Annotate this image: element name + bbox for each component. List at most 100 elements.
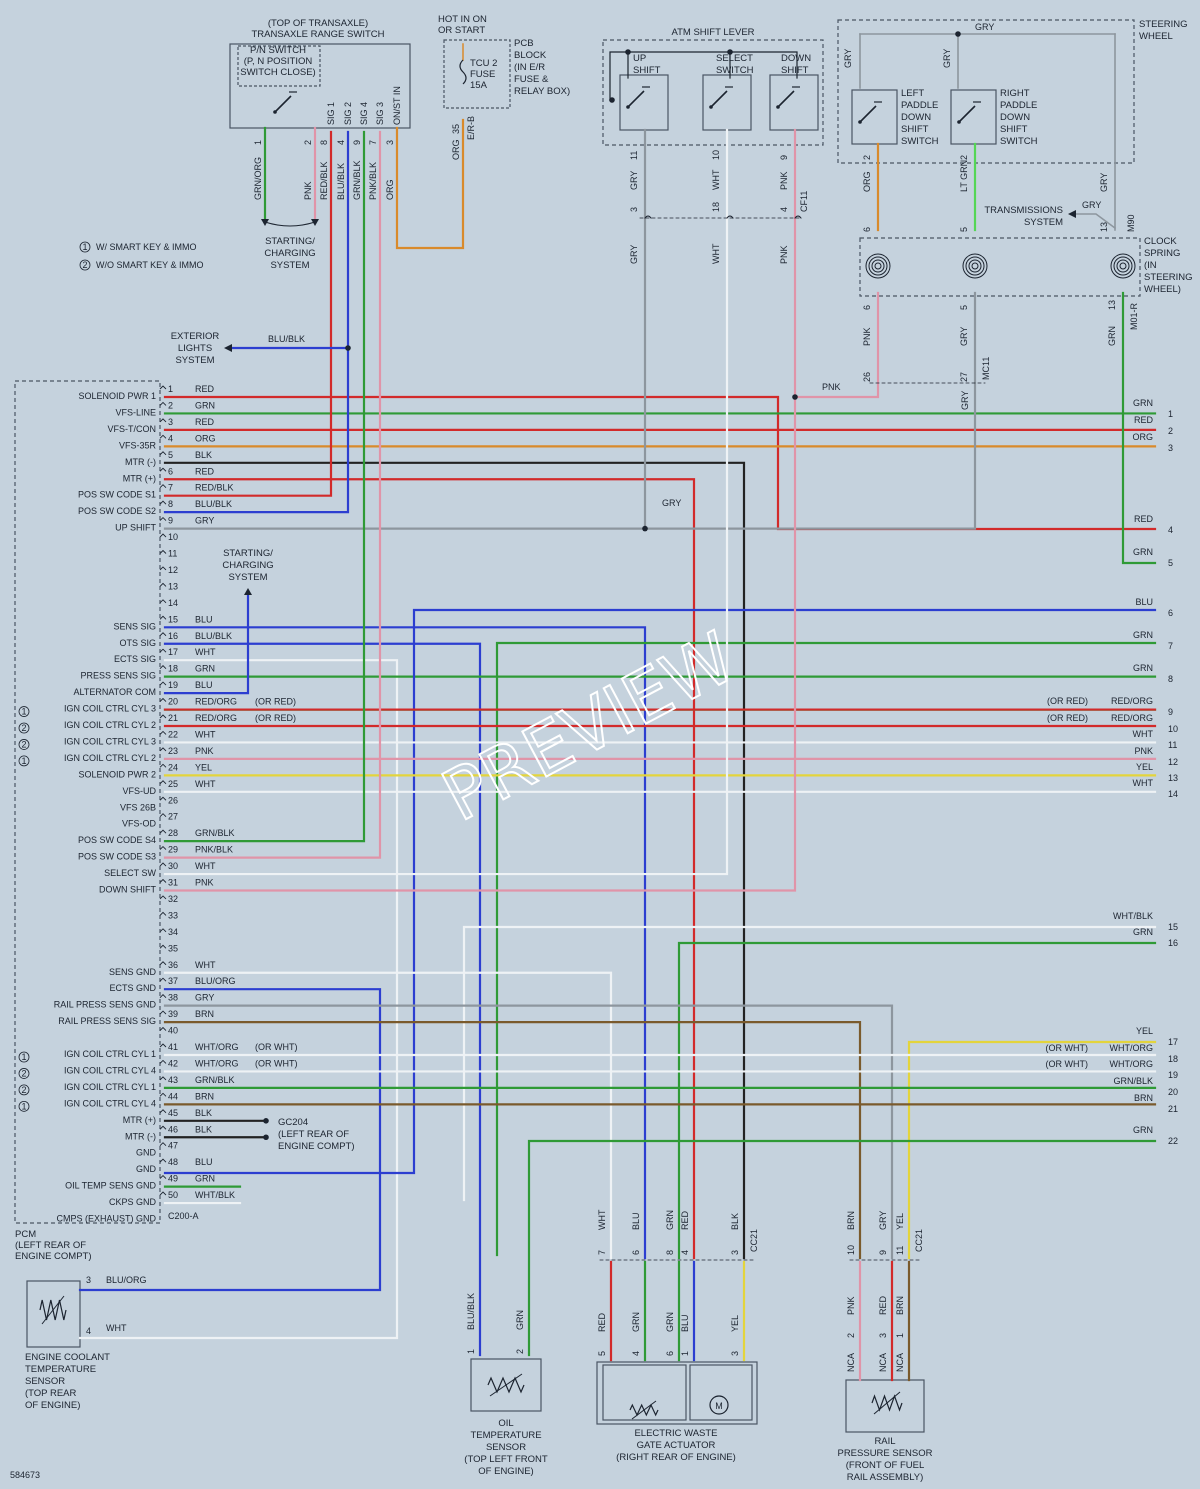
wire-layer bbox=[78, 33, 1157, 1382]
note-number: 1 bbox=[82, 242, 87, 252]
note-circle-icon bbox=[18, 739, 30, 750]
range-switch-wire: GRN/BLK bbox=[352, 160, 362, 200]
pcm-pin-number: 10 bbox=[168, 532, 178, 542]
down-shift-label: SHIFT bbox=[781, 65, 809, 76]
pcm-pin-number: 14 bbox=[168, 598, 178, 608]
waste-gate-label: GATE ACTUATOR bbox=[637, 1440, 716, 1451]
ect-sensor-label: TEMPERATURE bbox=[25, 1364, 96, 1375]
output-wire-color: WHT/ORG bbox=[1110, 1043, 1154, 1053]
steering-wheel-box bbox=[837, 19, 1135, 164]
waste-gate-box bbox=[596, 1361, 758, 1425]
pin-terminal bbox=[159, 928, 167, 933]
note-number: 2 bbox=[21, 1085, 26, 1095]
pcm-pin-number: 6 bbox=[168, 466, 173, 476]
pcm-pin-number: 27 bbox=[168, 812, 178, 822]
pcm-wire-color: PNK bbox=[195, 746, 214, 756]
pin-terminal bbox=[159, 1092, 167, 1097]
wire-pnk-clock bbox=[793, 291, 880, 399]
pcb-block-label: RELAY BOX) bbox=[514, 86, 570, 97]
pin-terminal bbox=[159, 418, 167, 423]
pcm-wire-color: WHT bbox=[195, 861, 216, 871]
range-switch-pin: 1 bbox=[253, 140, 263, 145]
pcm-pin-number: 19 bbox=[168, 680, 178, 690]
pcm-signal-label: SENS GND bbox=[109, 967, 157, 977]
pin-terminal bbox=[159, 1142, 167, 1147]
junction-dot bbox=[792, 394, 798, 400]
pin-terminal bbox=[159, 911, 167, 916]
wire-alternator-com bbox=[163, 592, 250, 695]
pcm-pin-number: 25 bbox=[168, 779, 178, 789]
range-switch-terminal: SIG 1 bbox=[326, 102, 336, 125]
shift-lever-wire-lower: GRY bbox=[629, 245, 639, 264]
pin-terminal bbox=[159, 648, 167, 653]
steering-pin: 2 bbox=[862, 155, 872, 160]
pcm-pin-number: 2 bbox=[168, 400, 173, 410]
pcm-wire-color: RED/ORG bbox=[195, 713, 237, 723]
pcm-signal-label: IGN COIL CTRL CYL 2 bbox=[64, 753, 156, 763]
wire-ots-sig bbox=[163, 642, 482, 1357]
shift-lever-pin: 9 bbox=[779, 155, 789, 160]
pcm-pin-number: 42 bbox=[168, 1058, 178, 1068]
range-switch-wire: RED/BLK bbox=[319, 161, 329, 200]
wire-on-st-in bbox=[395, 118, 465, 250]
pcm-signal-label: MTR (+) bbox=[123, 1115, 156, 1125]
pcm-pin-number: 9 bbox=[168, 516, 173, 526]
rail-lower-wire: PNK bbox=[846, 1296, 856, 1315]
wire-pos-sw-s4 bbox=[163, 130, 366, 843]
pcm-signal-label: MTR (+) bbox=[123, 473, 156, 483]
waste-gate-sensor-box bbox=[602, 1364, 687, 1421]
pcm-wire-color: WHT bbox=[195, 960, 216, 970]
pcm-signal-label: VFS-UD bbox=[123, 786, 157, 796]
wire-grn-out7 bbox=[495, 641, 1157, 1257]
pcm-pin-number: 30 bbox=[168, 861, 178, 871]
pcm-wire-color: BLK bbox=[195, 1124, 212, 1134]
oil-temp-sensor-label: OIL bbox=[498, 1418, 513, 1429]
left-paddle-label: SHIFT bbox=[901, 124, 929, 135]
waste-gate-lower-wire: RED bbox=[597, 1312, 607, 1332]
range-switch-wire: ORG bbox=[385, 179, 395, 200]
oil-temp-sensor-label: OF ENGINE) bbox=[478, 1466, 533, 1477]
wire-mtr-minus bbox=[163, 461, 746, 1260]
pcm-signal-label: MTR (-) bbox=[125, 457, 156, 467]
select-switch-label: SELECT bbox=[716, 53, 753, 64]
output-wire-color: GRN bbox=[1133, 1125, 1153, 1135]
pcm-pin-number: 43 bbox=[168, 1075, 178, 1085]
mc11-label: MC11 bbox=[981, 357, 991, 380]
waste-gate-upper-wire: BLK bbox=[730, 1213, 740, 1230]
clock-spring-coil-icon bbox=[962, 253, 988, 279]
clock-bottom-wire: PNK bbox=[862, 327, 872, 346]
pcm-pin-number: 20 bbox=[168, 697, 178, 707]
rail-cc21-label: CC21 bbox=[914, 1229, 924, 1252]
wire-sens-gnd bbox=[163, 971, 613, 1260]
pcm-signal-label: POS SW CODE S3 bbox=[78, 852, 156, 862]
m01-r-label: M01-R bbox=[1129, 302, 1139, 330]
down-shift-switch-icon bbox=[777, 90, 795, 108]
pcm-pin-number: 29 bbox=[168, 845, 178, 855]
pin-terminal bbox=[159, 944, 167, 949]
output-number: 16 bbox=[1168, 938, 1178, 948]
wire-sens-sig bbox=[163, 626, 647, 1260]
pcm-wire-color: RED/ORG bbox=[195, 697, 237, 707]
pcm-signal-label: VFS-T/CON bbox=[108, 424, 157, 434]
pin-terminal bbox=[159, 730, 167, 735]
output-wire-color: ORG bbox=[1132, 432, 1153, 442]
pcm-pin-number: 39 bbox=[168, 1009, 178, 1019]
clock-spring-label: CLOCK bbox=[1144, 236, 1177, 247]
transmission-system-label: SYSTEM bbox=[1024, 217, 1063, 228]
starting-system-label: CHARGING bbox=[264, 248, 315, 259]
clock-spring-coil-icon bbox=[965, 256, 985, 276]
clock-spring-coil-icon bbox=[874, 262, 882, 270]
rail-nca-label: NCA bbox=[895, 1353, 905, 1372]
oil-temp-sensor-label: SENSOR bbox=[486, 1442, 526, 1453]
pcm-signal-label: OTS SIG bbox=[119, 638, 156, 648]
rail-pressure-label: (FRONT OF FUEL bbox=[846, 1460, 924, 1471]
pcm-signal-label: IGN COIL CTRL CYL 4 bbox=[64, 1065, 156, 1075]
pcm-signal-label: ECTS SIG bbox=[114, 654, 156, 664]
clock-bottom-pin: 5 bbox=[959, 305, 969, 310]
clock-spring-coil-icon bbox=[1116, 259, 1130, 273]
waste-gate-lower-wire: YEL bbox=[730, 1315, 740, 1332]
pin-terminal bbox=[159, 878, 167, 883]
note-number: 1 bbox=[21, 1101, 26, 1111]
pin-terminal bbox=[159, 763, 167, 768]
output-wire-color: RED/ORG bbox=[1111, 713, 1153, 723]
